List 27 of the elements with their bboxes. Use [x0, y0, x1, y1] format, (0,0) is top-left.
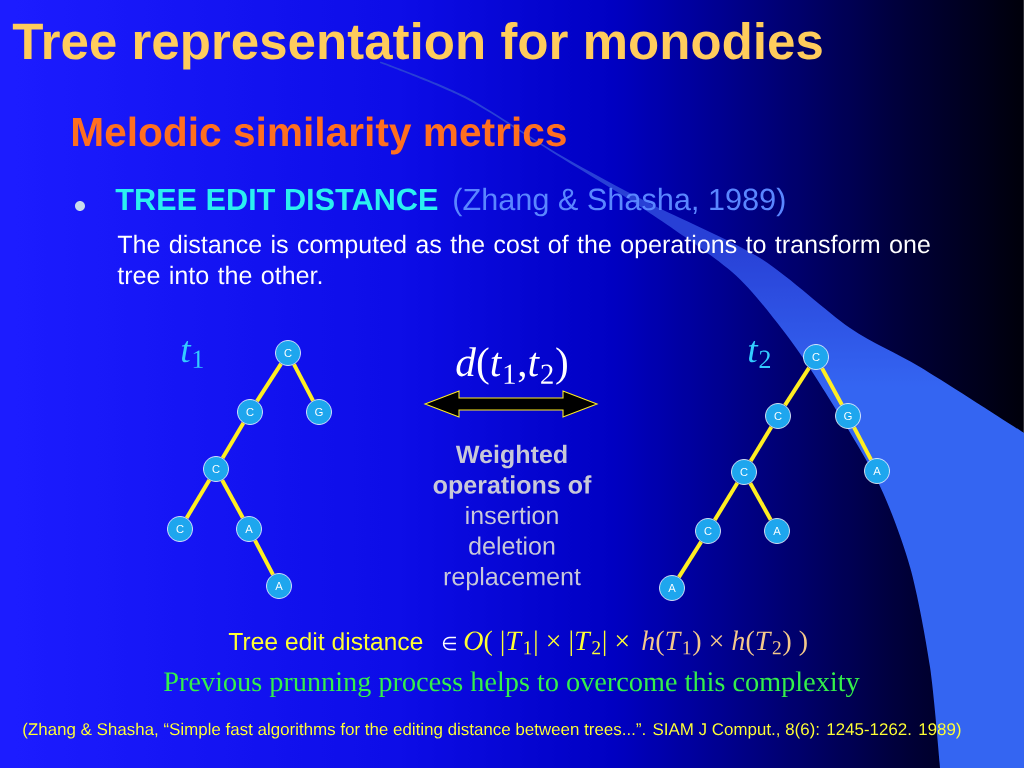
branch-line — [713, 481, 739, 522]
branch-line — [783, 366, 811, 407]
formula: O( |T$_{1}$| × |T$_{2}$| × — [464, 630, 628, 657]
branch-line — [820, 367, 844, 406]
subheading: Melodic similarity metrics — [73, 116, 566, 155]
branch-line — [253, 539, 275, 576]
citation-text: (Zhang & Shasha, 1989) — [454, 187, 785, 217]
note-text: Previous prunning process helps to overcome this complexity — [164, 671, 860, 698]
tree-label: t$_{1}$ — [181, 341, 203, 368]
branch-line — [220, 479, 245, 519]
distance-formula: d(t$_{1}$,t$_{2}$) — [456, 347, 567, 385]
slide-title: Tree representation for monodies — [12, 22, 822, 70]
branch-line — [677, 540, 703, 579]
branch-line — [748, 482, 773, 521]
branch-line — [184, 479, 212, 519]
tree-label: t$_{2}$ — [748, 341, 770, 368]
formula: h(T$_{1}$) × h(T$_{2}$) ) — [642, 630, 807, 656]
branch-line — [255, 362, 283, 403]
bullet-heading: TREE EDIT DISTANCE — [115, 188, 438, 211]
operations-text: Weighted operations of insertion deletion replacement — [433, 444, 592, 591]
body-text: The distance is computed as the cost of the operations to transform one tree into the other. — [117, 234, 930, 285]
branch-line — [220, 422, 246, 459]
math-symbol: ∈ — [442, 636, 456, 651]
branch-line — [292, 363, 315, 402]
formula-text: Tree edit distance — [228, 632, 423, 651]
branch-line — [852, 426, 873, 461]
branch-line — [749, 426, 774, 462]
